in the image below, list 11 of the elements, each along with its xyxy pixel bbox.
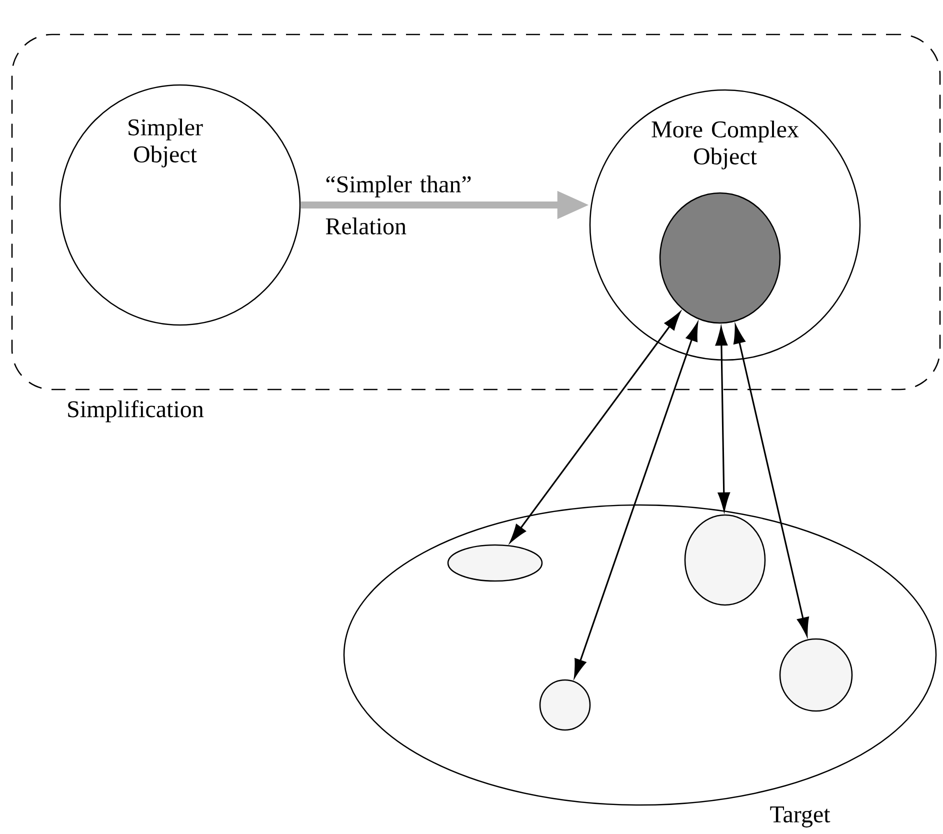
node-label: Target (770, 806, 830, 828)
part-circle (779, 638, 853, 712)
part-ellipse (684, 514, 766, 606)
inner-ellipse (659, 192, 781, 324)
node-label: Simplification (68, 400, 204, 422)
double-arrow (734, 324, 809, 636)
part-circle (539, 679, 591, 731)
double-arrow (574, 322, 698, 678)
double-arrow (510, 312, 680, 543)
edge-label: “Simpler than” Relation (326, 176, 471, 234)
part-ellipse (447, 544, 543, 582)
